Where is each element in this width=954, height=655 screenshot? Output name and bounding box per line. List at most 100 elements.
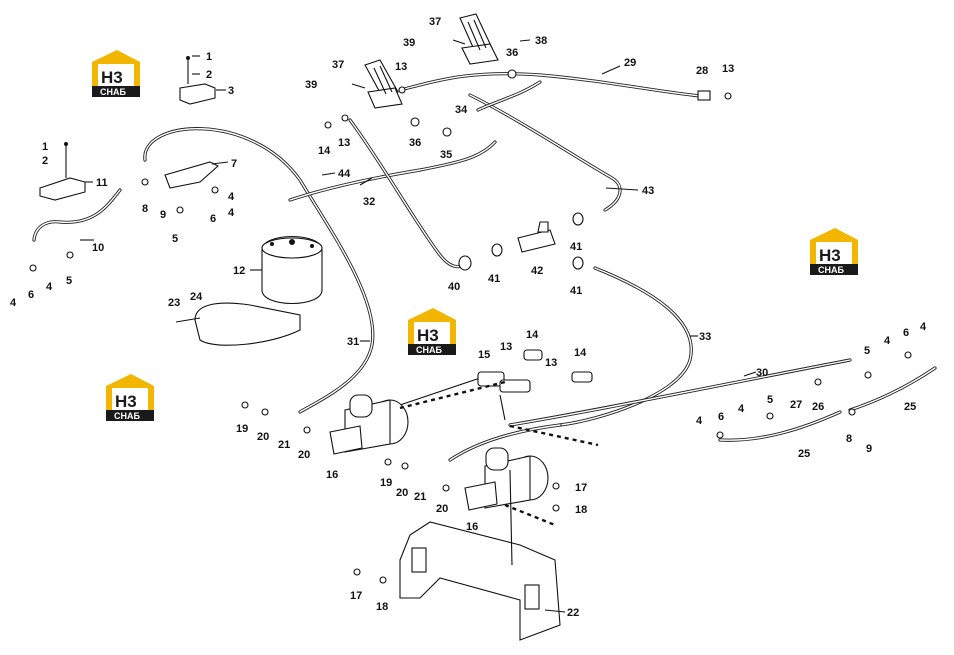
- callout-12: 12: [233, 265, 245, 277]
- callout-15: 15: [478, 349, 490, 361]
- callout-8: 8: [846, 433, 852, 445]
- callout-41: 41: [488, 273, 500, 285]
- hoses: [32, 72, 937, 462]
- callout-25: 25: [904, 401, 916, 413]
- callout-33: 33: [699, 331, 711, 343]
- callout-9: 9: [866, 443, 872, 455]
- air-tank-12: [261, 235, 323, 305]
- callout-4: 4: [228, 191, 235, 203]
- callout-20: 20: [257, 431, 269, 443]
- callout-26: 26: [812, 401, 824, 413]
- watermark-caption: СНАБ: [818, 265, 844, 275]
- watermark-logo-text: Н3: [417, 326, 439, 345]
- callout-14: 14: [318, 145, 331, 157]
- callout-31: 31: [347, 336, 359, 348]
- bracket-7: [164, 161, 219, 189]
- callout-5: 5: [66, 275, 72, 287]
- callout-14: 14: [574, 347, 587, 359]
- callout-6: 6: [718, 411, 724, 423]
- watermark-caption: СНАБ: [416, 345, 442, 355]
- callout-4: 4: [696, 415, 703, 427]
- watermark-logo: Н3 СНАБ: [106, 374, 154, 421]
- callout-41: 41: [570, 285, 582, 297]
- callout-1: 1: [206, 51, 212, 63]
- clamp-rings: [458, 212, 584, 271]
- callout-24: 24: [190, 291, 203, 303]
- callout-44: 44: [338, 168, 351, 180]
- watermark-logo-text: Н3: [819, 246, 841, 265]
- callout-19: 19: [236, 423, 248, 435]
- callout-37: 37: [332, 59, 344, 71]
- mounting-frame-22: [399, 469, 561, 641]
- callout-5: 5: [767, 394, 773, 406]
- leader-lines: [80, 39, 757, 613]
- callout-23: 23: [168, 297, 180, 309]
- callout-labels: 1 2 3 1 2 11 7 8 9 4 6 4 5 10 4 6 4 5 12…: [10, 16, 927, 619]
- callout-21: 21: [414, 491, 426, 503]
- callout-2: 2: [42, 155, 48, 167]
- callout-16: 16: [466, 521, 478, 533]
- callout-21: 21: [278, 439, 290, 451]
- callout-10: 10: [92, 242, 104, 254]
- brake-valve-37-left: [364, 59, 403, 109]
- callout-29: 29: [624, 57, 636, 69]
- callout-4: 4: [228, 207, 235, 219]
- callout-4: 4: [10, 297, 17, 309]
- callout-8: 8: [142, 203, 148, 215]
- bracket-11: [39, 146, 86, 201]
- callout-35: 35: [440, 149, 452, 161]
- callout-6: 6: [210, 213, 216, 225]
- callout-5: 5: [864, 345, 870, 357]
- callout-36: 36: [409, 137, 421, 149]
- callout-9: 9: [160, 209, 166, 221]
- callout-38: 38: [535, 35, 547, 47]
- brake-cylinder-16-lower: [464, 424, 599, 527]
- watermark-caption: СНАБ: [100, 87, 126, 97]
- callout-39: 39: [403, 37, 415, 49]
- callout-41: 41: [570, 241, 582, 253]
- callout-13: 13: [545, 357, 557, 369]
- callout-13: 13: [722, 63, 734, 75]
- watermark-logo: Н3 СНАБ: [810, 228, 858, 275]
- watermark-logo: Н3 СНАБ: [408, 308, 456, 355]
- callout-4: 4: [738, 403, 745, 415]
- callout-32: 32: [363, 196, 375, 208]
- callout-1: 1: [42, 141, 48, 153]
- strap-24: [175, 302, 301, 346]
- watermark-logo: Н3 СНАБ: [92, 50, 140, 97]
- callout-13: 13: [395, 61, 407, 73]
- callout-18: 18: [575, 504, 587, 516]
- callout-4: 4: [46, 281, 53, 293]
- callout-42: 42: [531, 265, 543, 277]
- callout-34: 34: [455, 104, 468, 116]
- callout-20: 20: [396, 487, 408, 499]
- callout-19: 19: [380, 477, 392, 489]
- watermark-logo-text: Н3: [115, 392, 137, 411]
- watermark-caption: СНАБ: [114, 411, 140, 421]
- callout-20: 20: [298, 449, 310, 461]
- callout-27: 27: [790, 399, 802, 411]
- bracket-3: [179, 60, 216, 105]
- brake-valve-37-right: [459, 13, 499, 65]
- callout-4: 4: [920, 321, 927, 333]
- callout-3: 3: [228, 85, 234, 97]
- callout-17: 17: [350, 590, 362, 602]
- brake-cylinder-16-upper: [329, 380, 506, 455]
- callout-37: 37: [429, 16, 441, 28]
- callout-2: 2: [206, 69, 212, 81]
- callout-7: 7: [231, 158, 237, 170]
- callout-16: 16: [326, 469, 338, 481]
- callout-28: 28: [696, 65, 708, 77]
- callout-13: 13: [500, 341, 512, 353]
- callout-4: 4: [884, 335, 891, 347]
- callout-25: 25: [798, 448, 810, 460]
- callout-30: 30: [756, 367, 768, 379]
- callout-36: 36: [506, 47, 518, 59]
- callout-6: 6: [903, 327, 909, 339]
- callout-5: 5: [172, 233, 178, 245]
- tee-fitting-42: [517, 221, 556, 253]
- callout-17: 17: [575, 482, 587, 494]
- callout-13: 13: [338, 137, 350, 149]
- callout-22: 22: [567, 607, 579, 619]
